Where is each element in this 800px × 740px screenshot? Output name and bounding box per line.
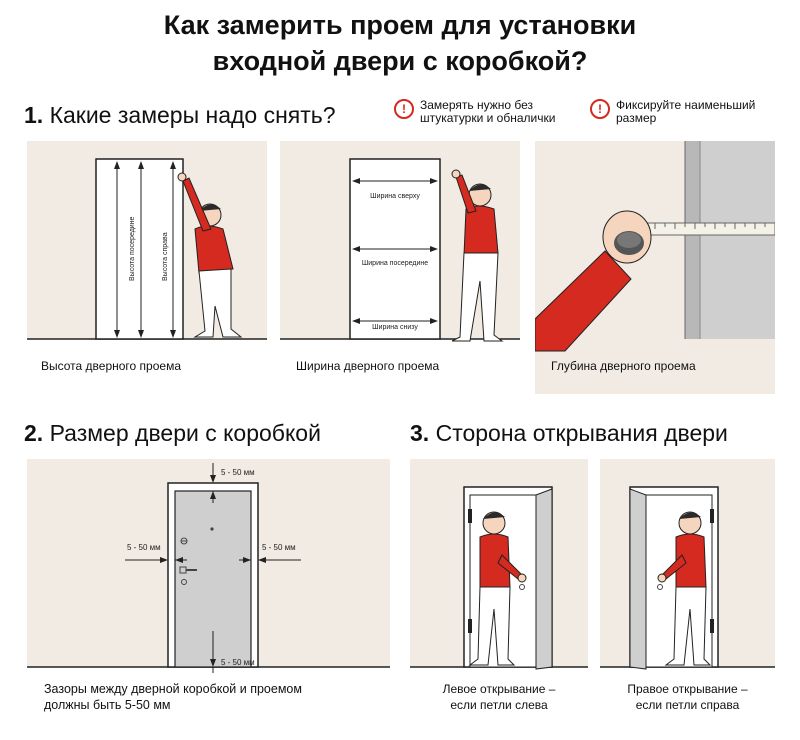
height-panel: Высота посередине Высота справа Высота д… (27, 141, 267, 394)
left-opening-line-1: Левое открывание – (442, 682, 556, 696)
width-panel: Ширина сверху Ширина посередине Ширина с… (280, 141, 520, 394)
left-opening-illustration (410, 486, 588, 724)
gap-bottom-label: 5 - 50 мм (221, 658, 255, 667)
right-opening-illustration (600, 486, 775, 724)
gap-right-label: 5 - 50 мм (262, 543, 296, 552)
note-1-line-2: штукатурки и обналички (420, 111, 556, 125)
page-title-line-2: входной двери с коробкой? (212, 46, 588, 76)
width-bottom-label: Ширина снизу (372, 324, 418, 331)
right-opening-caption: Правое открывание – если петли справа (600, 681, 775, 713)
width-middle-label: Ширина посередине (362, 260, 428, 267)
note-smallest-size: ! Фиксируйте наименьший размер (590, 99, 755, 125)
section-2-heading: 2. Размер двери с коробкой (24, 420, 321, 447)
depth-measurement-illustration (535, 141, 775, 352)
gap-left-label: 5 - 50 мм (127, 543, 161, 552)
right-opening-panel: Правое открывание – если петли справа (600, 459, 775, 724)
section-3-number: 3. (410, 420, 430, 446)
height-middle-label: Высота посередине (129, 216, 136, 281)
height-caption: Высота дверного проема (41, 359, 181, 373)
depth-panel: Глубина дверного проема (535, 141, 775, 394)
note-1-line-1: Замерять нужно без (420, 98, 534, 112)
door-frame-size-panel: 5 - 50 мм 5 - 50 мм 5 - 50 мм 5 - 50 мм … (27, 459, 390, 724)
depth-caption: Глубина дверного проема (551, 359, 696, 373)
width-caption: Ширина дверного проема (296, 359, 440, 373)
right-opening-line-2: если петли справа (635, 698, 740, 712)
exclamation-warning-icon: ! (394, 99, 414, 119)
section-1-title: Какие замеры надо снять? (49, 102, 336, 128)
height-measurement-illustration: Высота посередине Высота справа (27, 158, 267, 394)
section-2-title: Размер двери с коробкой (49, 420, 321, 446)
note-no-plaster: ! Замерять нужно без штукатурки и обнали… (394, 99, 555, 125)
page-title-line-1: Как замерить проем для установки (163, 10, 637, 40)
gap-caption-line-1: Зазоры между дверной коробкой и проемом (44, 682, 302, 696)
left-opening-panel: Левое открывание – если петли слева (410, 459, 588, 724)
section-3-heading: 3. Сторона открывания двери (410, 420, 728, 447)
section-2-number: 2. (24, 420, 44, 446)
left-opening-line-2: если петли слева (450, 698, 548, 712)
section-1-heading: 1. Какие замеры надо снять? (24, 102, 336, 129)
width-top-label: Ширина сверху (370, 193, 420, 200)
note-2-line-2: размер (616, 111, 657, 125)
right-opening-line-1: Правое открывание – (627, 682, 748, 696)
section-1-number: 1. (24, 102, 44, 128)
note-2-line-1: Фиксируйте наименьший (616, 98, 756, 112)
section-3-title: Сторона открывания двери (435, 420, 728, 446)
height-right-label: Высота справа (162, 232, 169, 281)
door-gap-diagram: 5 - 50 мм 5 - 50 мм 5 - 50 мм 5 - 50 мм (27, 463, 390, 724)
gap-caption: Зазоры между дверной коробкой и проемом … (44, 681, 302, 713)
width-measurement-illustration: Ширина сверху Ширина посередине Ширина с… (280, 158, 520, 394)
exclamation-warning-icon: ! (590, 99, 610, 119)
gap-top-label: 5 - 50 мм (221, 468, 255, 477)
gap-caption-line-2: должны быть 5-50 мм (44, 698, 171, 712)
left-opening-caption: Левое открывание – если петли слева (410, 681, 588, 713)
